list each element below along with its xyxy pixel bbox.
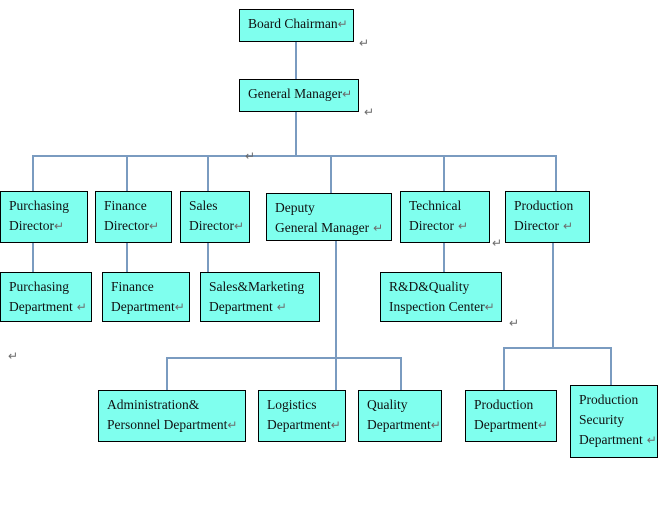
org-node-label: Director↵ [104, 218, 160, 233]
org-node-label: Quality [367, 397, 408, 412]
connector-level3-drop-1 [126, 243, 128, 272]
org-node-label: Deputy [275, 200, 315, 215]
org-node-label: Department↵ [367, 417, 441, 432]
stray-paragraph-mark-icon-4: ↵ [509, 316, 520, 330]
paragraph-mark-icon: ↵ [233, 219, 245, 233]
org-node-label: Production [514, 198, 574, 213]
connector-level3-drop-3 [443, 243, 445, 272]
connector-left-bus-drop-0 [166, 357, 168, 390]
connector-right-bus-drop-1 [610, 347, 612, 385]
org-node-label: General Manager↵ [248, 86, 353, 101]
connector-left-bus [166, 357, 400, 359]
org-node-label: Production [579, 392, 639, 407]
paragraph-mark-icon: ↵ [646, 433, 657, 447]
org-node-label: Personnel Department↵ [107, 417, 238, 432]
paragraph-mark-icon: ↵ [562, 219, 574, 233]
org-node-label: Purchasing [9, 198, 69, 213]
paragraph-mark-icon: ↵ [53, 219, 65, 233]
org-node-label: Department↵ [9, 299, 87, 314]
org-node-label: Department↵ [209, 299, 287, 314]
connector-level2-drop-0 [32, 155, 34, 191]
org-node-label: R&D&Quality [389, 279, 470, 294]
org-node-label: Finance [104, 198, 147, 213]
org-node-label: Inspection Center↵ [389, 299, 495, 314]
paragraph-mark-icon: ↵ [337, 17, 348, 31]
org-node-general-manager[interactable]: General Manager↵ [239, 79, 359, 112]
connector-general-manager-drop [295, 112, 297, 155]
paragraph-mark-icon: ↵ [484, 300, 495, 314]
stray-paragraph-mark-icon-2: ↵ [245, 149, 256, 163]
org-node-label: Board Chairman↵ [248, 16, 348, 31]
org-node-label: Purchasing [9, 279, 69, 294]
connector-level2-drop-4 [443, 155, 445, 191]
org-node-label: Technical [409, 198, 462, 213]
connector-left-bus-drop-1 [400, 357, 402, 390]
paragraph-mark-icon: ↵ [342, 87, 353, 101]
org-node-label: Department↵ [111, 299, 185, 314]
connector-level2-drop-5 [555, 155, 557, 191]
connector-level2-drop-3 [330, 155, 332, 193]
org-node-label: Sales [189, 198, 218, 213]
org-node-label: Logistics [267, 397, 317, 412]
org-node-label: Security [579, 412, 624, 427]
connector-right-bus-drop-0 [503, 347, 505, 390]
connector-level2-bus [32, 155, 555, 157]
org-node-label: Finance [111, 279, 154, 294]
connector-level3-drop-0 [32, 243, 34, 272]
paragraph-mark-icon: ↵ [76, 300, 87, 314]
paragraph-mark-icon: ↵ [276, 300, 287, 314]
org-node-label: Director↵ [514, 218, 574, 233]
org-node-label: Director↵ [9, 218, 65, 233]
paragraph-mark-icon: ↵ [457, 219, 469, 233]
stray-paragraph-mark-icon-5: ↵ [8, 349, 19, 363]
paragraph-mark-icon: ↵ [430, 418, 441, 432]
org-node-label: General Manager↵ [275, 220, 384, 235]
org-node-administration-personnel-department[interactable]: Administration&Personnel Department↵ [98, 390, 246, 442]
connector-level2-drop-1 [126, 155, 128, 191]
stray-paragraph-mark-icon-3: ↵ [492, 236, 503, 250]
paragraph-mark-icon: ↵ [373, 221, 384, 235]
connector-deputy-general-manager-drop [335, 241, 337, 390]
paragraph-mark-icon: ↵ [148, 219, 160, 233]
org-node-label: Department↵ [579, 432, 657, 447]
org-node-label: Department↵ [267, 417, 341, 432]
stray-paragraph-mark-icon-1: ↵ [364, 105, 375, 119]
connector-chairman-to-general-manager [295, 42, 297, 79]
org-node-label: Director↵ [189, 218, 245, 233]
org-node-label: Department↵ [474, 417, 548, 432]
connector-right-bus [503, 347, 610, 349]
org-node-label: Administration& [107, 397, 200, 412]
paragraph-mark-icon: ↵ [227, 418, 238, 432]
org-node-label: Director↵ [409, 218, 469, 233]
org-node-label: Sales&Marketing [209, 279, 305, 294]
paragraph-mark-icon: ↵ [174, 300, 185, 314]
connector-production-director-drop [552, 243, 554, 347]
stray-paragraph-mark-icon-0: ↵ [359, 36, 370, 50]
connector-level2-drop-2 [207, 155, 209, 193]
paragraph-mark-icon: ↵ [330, 418, 341, 432]
paragraph-mark-icon: ↵ [537, 418, 548, 432]
org-node-label: Production [474, 397, 534, 412]
connector-level3-drop-2 [207, 243, 209, 272]
org-node-board-chairman[interactable]: Board Chairman↵ [239, 9, 354, 42]
